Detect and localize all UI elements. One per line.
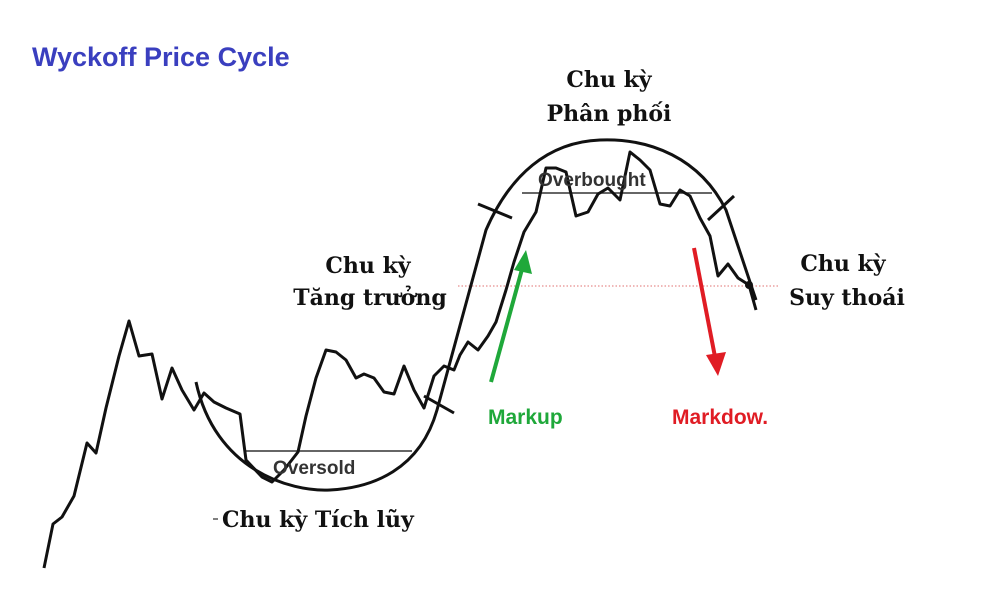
price-line bbox=[42, 150, 758, 569]
markdown-label: Markdow. bbox=[672, 406, 768, 429]
cycle-outline bbox=[194, 138, 758, 492]
phase-tick-top-right bbox=[706, 194, 736, 222]
phase-tick-top-left bbox=[477, 202, 513, 220]
markup-phase-label-line2: Tăng trưởng bbox=[293, 285, 446, 311]
distribution-phase-label-line1: Chu kỳ bbox=[566, 67, 652, 93]
distribution-phase-label-line2: Phân phối bbox=[547, 101, 672, 127]
markup-label: Markup bbox=[488, 406, 563, 429]
markdown-phase-label-line2: Suy thoái bbox=[789, 285, 905, 311]
phase-tick-left bbox=[423, 394, 455, 415]
markdown-phase-label-line1: Chu kỳ bbox=[800, 251, 886, 277]
markup-arrow bbox=[489, 250, 532, 383]
diagram-title: Wyckoff Price Cycle bbox=[32, 42, 290, 72]
overbought-label: Overbought bbox=[538, 170, 646, 191]
markdown-arrow bbox=[692, 247, 726, 376]
oversold-label: Oversold bbox=[273, 458, 355, 479]
markup-phase-label-line1: Chu kỳ bbox=[325, 253, 411, 279]
end-point-marker bbox=[745, 281, 753, 289]
accumulation-phase-label: Chu kỳ Tích lũy bbox=[222, 507, 415, 533]
